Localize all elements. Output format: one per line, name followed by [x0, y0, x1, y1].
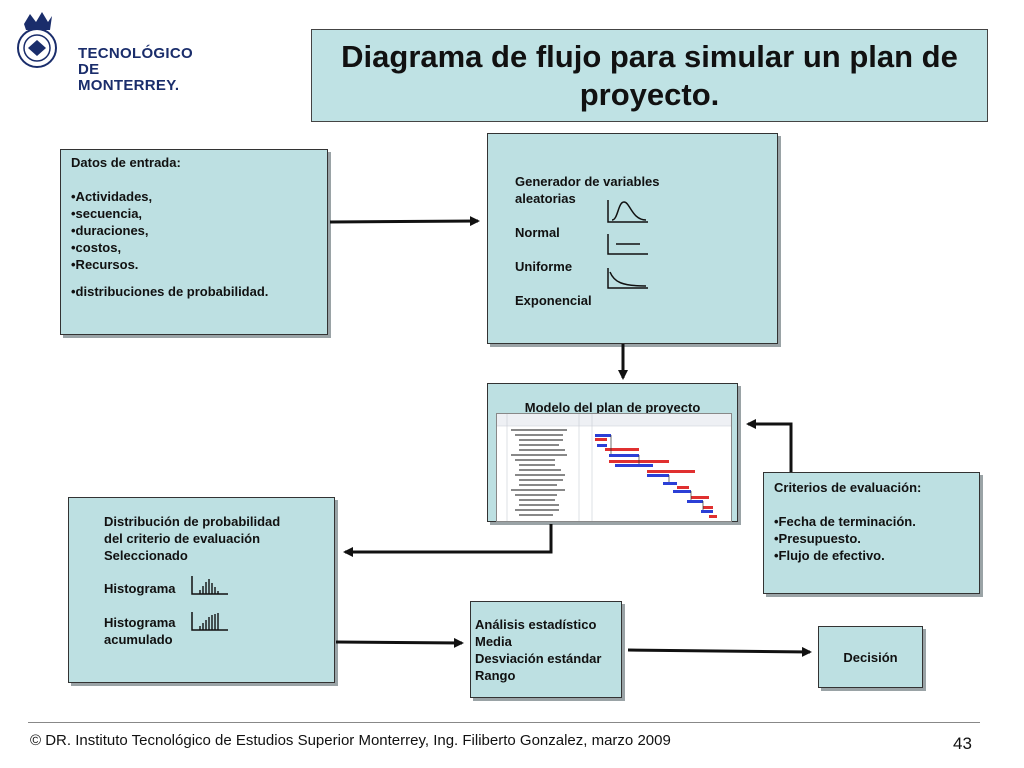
footer-copyright: © DR. Instituto Tecnológico de Estudios …	[30, 732, 671, 749]
footer-divider	[28, 722, 980, 723]
generator-box: Generador de variables aleatorias Normal…	[487, 133, 778, 344]
model-title: Modelo del plan de proyecto	[524, 400, 701, 415]
distribution-curves-icon	[607, 200, 648, 289]
input-item: •secuencia,	[71, 206, 143, 221]
input-item-distributions: •distribuciones de probabilidad.	[71, 284, 269, 299]
title-box: Diagrama de flujo para simular un plan d…	[311, 29, 988, 122]
criteria-item: •Flujo de efectivo.	[774, 548, 885, 563]
input-item: •duraciones,	[71, 223, 149, 238]
input-item: •Actividades,	[71, 189, 153, 204]
decision-box: Decisión	[818, 626, 923, 688]
dist-normal-label: Normal	[515, 225, 560, 240]
input-item: •costos,	[71, 240, 122, 255]
criteria-box: Criterios de evaluación: •Fecha de termi…	[763, 472, 980, 594]
criteria-item: •Fecha de terminación.	[774, 514, 916, 529]
page-title: Diagrama de flujo para simular un plan d…	[341, 39, 958, 112]
arrow-analysis-to-decision	[627, 646, 812, 657]
page-number: 43	[953, 734, 972, 753]
input-data-box: Datos de entrada: •Actividades, •secuenc…	[60, 149, 328, 335]
decision-label: Decisión	[843, 650, 898, 665]
input-item: •Recursos.	[71, 257, 139, 272]
analysis-line: Rango	[475, 668, 516, 683]
analysis-box: Análisis estadístico Media Desviación es…	[470, 601, 622, 698]
dist-exponential-label: Exponencial	[515, 293, 592, 308]
arrow-input-to-generator	[329, 216, 480, 227]
histogram-label: Histograma	[104, 581, 176, 596]
gantt-chart-icon	[497, 414, 731, 521]
input-heading: Datos de entrada:	[71, 155, 181, 170]
generator-heading: Generador de variables aleatorias	[515, 174, 660, 206]
gantt-chart-thumbnail	[496, 413, 732, 522]
analysis-line: Media	[475, 634, 512, 649]
distribution-box: Distribución de probabilidad del criteri…	[68, 497, 335, 683]
criteria-heading: Criterios de evaluación:	[774, 480, 922, 495]
dist-uniform-label: Uniforme	[515, 259, 573, 274]
analysis-line: Desviación estándar	[475, 651, 602, 666]
logo-line1: TECNOLÓGICO	[78, 45, 193, 62]
histogram-icons	[191, 576, 228, 631]
criteria-item: •Presupuesto.	[774, 531, 861, 546]
logo: TECNOLÓGICO DE MONTERREY.	[14, 10, 194, 94]
arrow-distribution-to-analysis	[335, 637, 464, 648]
analysis-line: Análisis estadístico	[475, 617, 597, 632]
logo-line2: DE MONTERREY.	[78, 61, 180, 94]
arrow-criteria-to-model	[746, 419, 793, 472]
cumulative-histogram-label: Histograma acumulado	[104, 615, 176, 647]
arrow-model-to-distribution	[343, 524, 553, 557]
distribution-heading: Distribución de probabilidad del criteri…	[104, 514, 281, 563]
seal-icon	[17, 12, 57, 68]
